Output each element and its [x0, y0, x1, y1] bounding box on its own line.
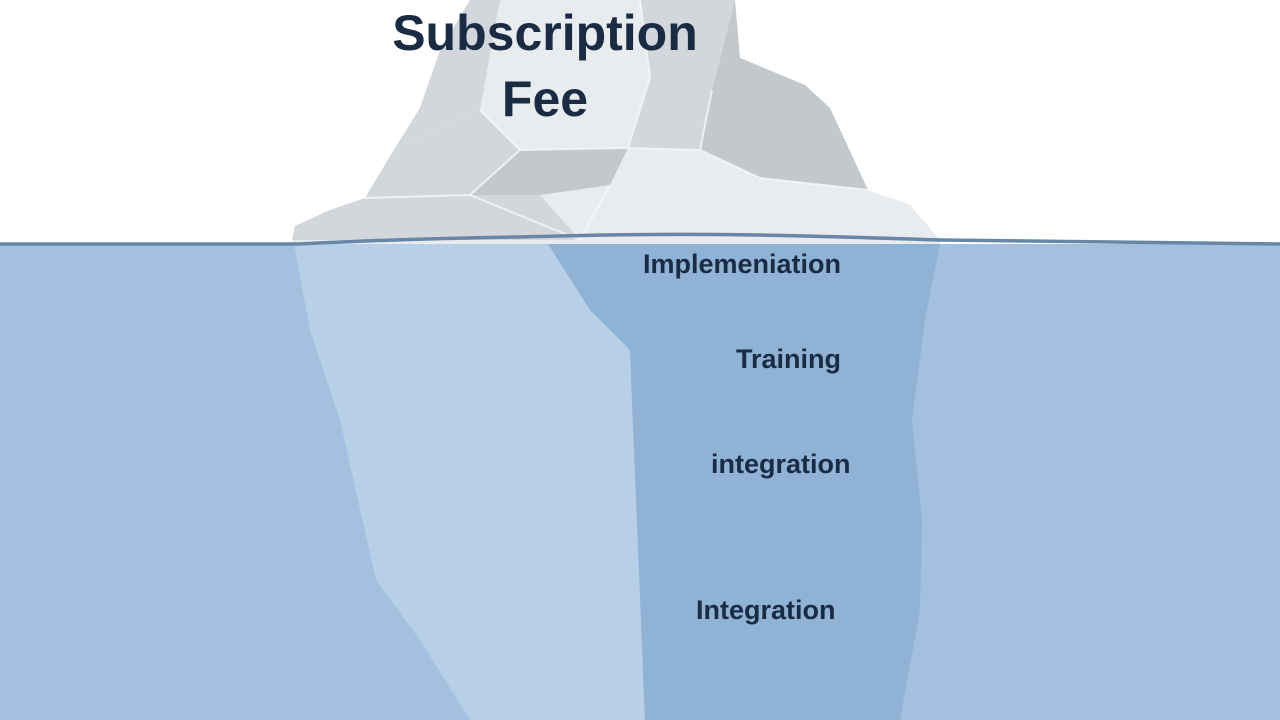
iceberg-underwater-dark: [548, 244, 940, 720]
below-water-item: integration: [711, 449, 851, 479]
waterline: [0, 232, 1280, 246]
below-water-item: Implemeniation: [643, 249, 842, 279]
title-line-2: Fee: [501, 71, 589, 127]
iceberg-facet-shadow-top: [628, 0, 735, 150]
iceberg-edge: [469, 194, 581, 241]
below-water-item: Integration: [696, 595, 836, 625]
iceberg-underwater-light: [294, 244, 645, 720]
above-water-title: Subscription Fee: [340, 0, 750, 132]
iceberg-facet-light-base: [580, 150, 940, 240]
iceberg-edge: [479, 109, 521, 151]
iceberg-facet-mid-lower: [365, 110, 520, 198]
iceberg-facet-shadow-right: [700, 0, 868, 190]
iceberg-edge: [699, 89, 713, 151]
title-line-1: Subscription: [392, 5, 698, 61]
iceberg-edge: [627, 0, 652, 149]
iceberg-facet-base-left: [292, 195, 580, 240]
below-water-item: Training: [736, 344, 842, 374]
iceberg-edge: [579, 184, 611, 241]
iceberg-facet-mid-left: [395, 0, 500, 148]
